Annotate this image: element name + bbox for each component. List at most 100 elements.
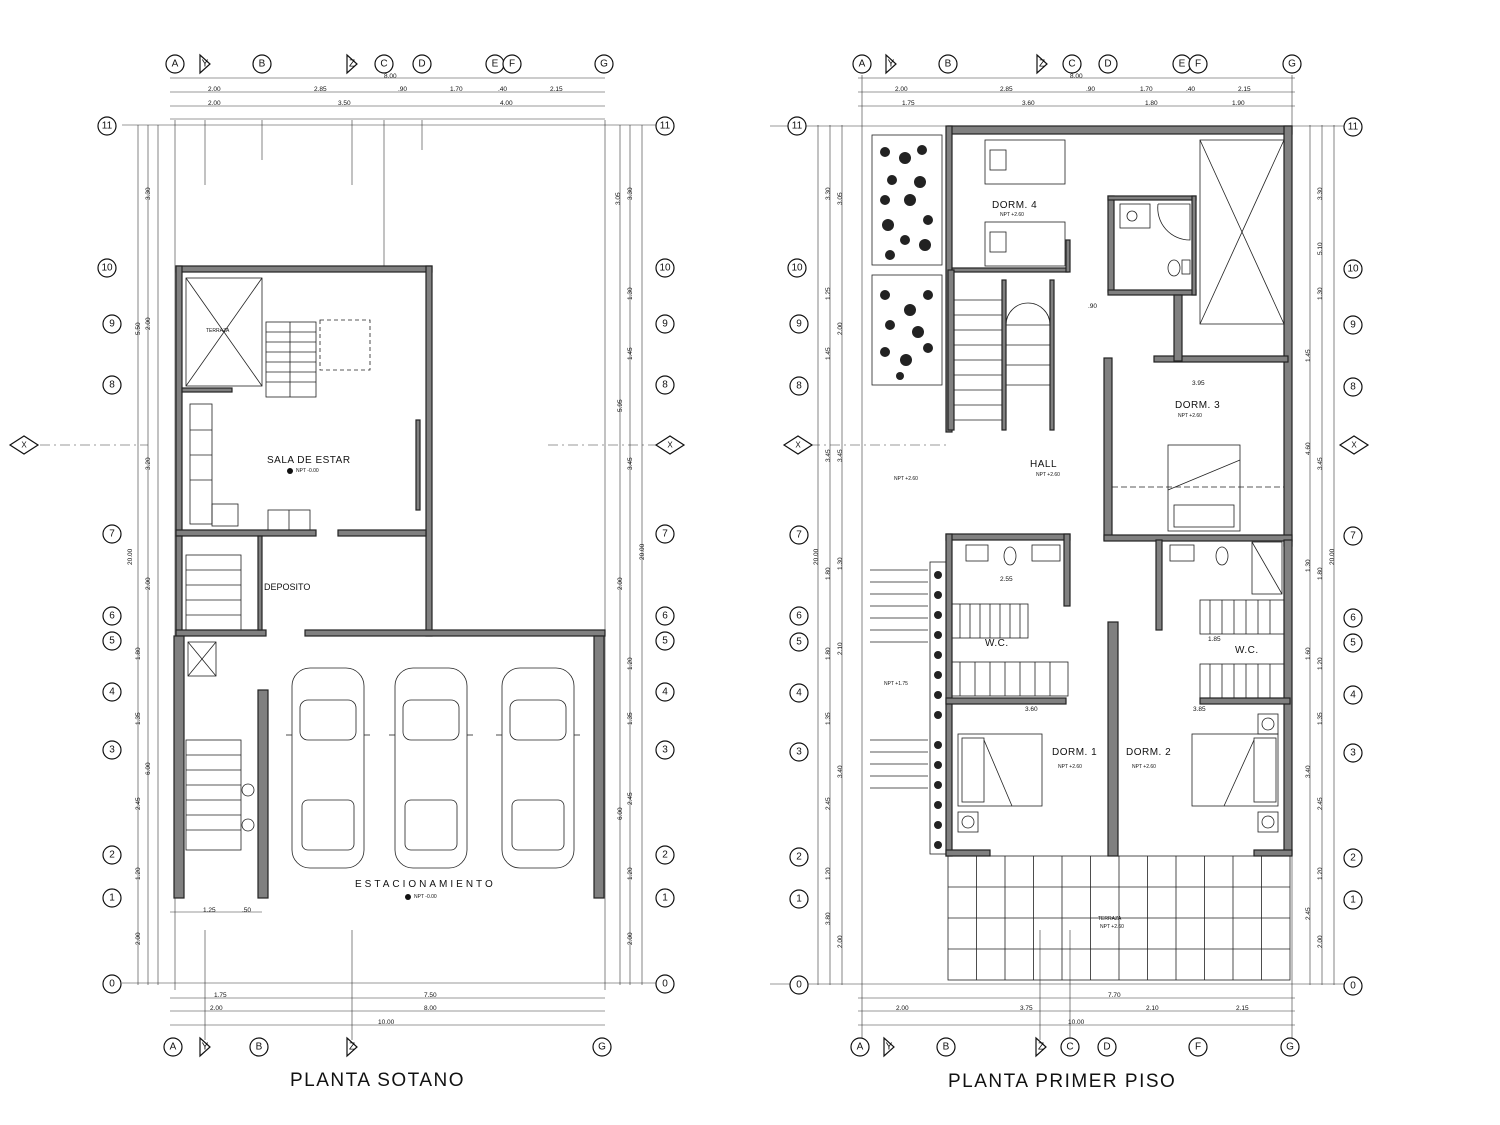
axis-bubble: 2 xyxy=(1343,848,1363,868)
svg-text:9: 9 xyxy=(796,319,802,330)
side-dimension-lines xyxy=(817,125,1335,985)
svg-text:6: 6 xyxy=(109,611,115,622)
right-dim: 2.45 xyxy=(1305,907,1312,920)
svg-text:G: G xyxy=(1286,1042,1294,1053)
room-label: DEPOSITO xyxy=(264,582,310,592)
top-dim: 8.00 xyxy=(384,73,397,80)
axis-bubble: Y xyxy=(199,53,211,75)
svg-text:Z: Z xyxy=(349,1042,355,1053)
right-dim: 1.30 xyxy=(1305,559,1312,572)
plan-title: PLANTA PRIMER PISO xyxy=(948,1071,1176,1092)
svg-text:2: 2 xyxy=(796,852,802,863)
dorm4-beds xyxy=(984,139,1066,267)
svg-text:A: A xyxy=(859,59,866,70)
axis-bubble: 6 xyxy=(789,606,809,626)
left-dim: 3.05 xyxy=(837,192,844,205)
stair-upper xyxy=(265,319,371,398)
bottom-dim: 7.50 xyxy=(424,992,437,999)
inner-dim: 2.55 xyxy=(1000,576,1013,583)
axis-bubble: 8 xyxy=(789,376,809,396)
axis-bubble: 4 xyxy=(789,683,809,703)
room-label: DORM. 1 xyxy=(1052,747,1097,758)
top-dim: 2.00 xyxy=(208,100,221,107)
svg-text:6: 6 xyxy=(796,611,802,622)
room-label: ESTACIONAMIENTO xyxy=(355,879,496,890)
room-label: DORM. 4 xyxy=(992,200,1037,211)
svg-text:1: 1 xyxy=(109,893,115,904)
terraza-void xyxy=(185,277,263,387)
axis-bubble: 2 xyxy=(102,845,122,865)
right-dim: 2.00 xyxy=(617,577,624,590)
axis-bubble: 10 xyxy=(1343,259,1363,279)
right-dim: 3.45 xyxy=(627,457,634,470)
axis-bubble: 1 xyxy=(789,889,809,909)
right-dim: 1.45 xyxy=(627,347,634,360)
right-dim: 1.80 xyxy=(1317,567,1324,580)
axis-bubble: C xyxy=(1060,1037,1080,1057)
axis-bubble: 6 xyxy=(1343,608,1363,628)
right-dim: 1.35 xyxy=(1317,712,1324,725)
svg-text:7: 7 xyxy=(662,529,668,540)
right-dim: 2.00 xyxy=(627,932,634,945)
top-dim: 3.60 xyxy=(1022,100,1035,107)
right-dim: 6.00 xyxy=(617,807,624,820)
bottom-dimension-lines xyxy=(170,911,605,1026)
axis-bubble: 9 xyxy=(789,314,809,334)
axis-bubble: Z xyxy=(346,53,358,75)
svg-text:3: 3 xyxy=(662,745,668,756)
left-dim: 3.40 xyxy=(837,765,844,778)
axis-bubble: 3 xyxy=(655,740,675,760)
svg-text:F: F xyxy=(1195,1042,1201,1053)
axis-bubble: E xyxy=(485,54,505,74)
axis-bubble: B xyxy=(938,54,958,74)
car-3 xyxy=(496,667,580,869)
room-label: DORM. 2 xyxy=(1126,747,1171,758)
top-dim: 2.00 xyxy=(895,86,908,93)
left-dim: 1.25 xyxy=(825,287,832,300)
bottom-dim: 8.00 xyxy=(424,1005,437,1012)
inner-dim: 3.95 xyxy=(1192,380,1205,387)
axis-bubble: Z xyxy=(1036,53,1048,75)
axis-bubble: 5 xyxy=(102,631,122,651)
npt-label: NPT -0.00 xyxy=(414,894,437,900)
axis-bubble: A xyxy=(852,54,872,74)
npt-label: NPT -0.00 xyxy=(296,468,319,474)
axis-bubble: 0 xyxy=(789,975,809,995)
svg-text:7: 7 xyxy=(796,530,802,541)
inner-dim: 1.85 xyxy=(1208,636,1221,643)
axis-bubble: 1 xyxy=(655,888,675,908)
svg-text:G: G xyxy=(600,59,608,70)
svg-text:0: 0 xyxy=(1350,981,1356,992)
svg-text:Z: Z xyxy=(1038,1042,1044,1053)
npt-label: NPT +2.60 xyxy=(1178,413,1202,419)
svg-text:0: 0 xyxy=(796,980,802,991)
left-dim: 2.00 xyxy=(837,935,844,948)
axis-bubble: 11 xyxy=(787,116,807,136)
svg-text:2: 2 xyxy=(662,850,668,861)
svg-text:10: 10 xyxy=(1347,264,1359,275)
left-dim: 20.00 xyxy=(813,548,820,565)
axis-bubble: 1 xyxy=(1343,890,1363,910)
right-dim: 2.00 xyxy=(1317,935,1324,948)
svg-text:10: 10 xyxy=(791,263,803,274)
svg-text:8: 8 xyxy=(662,380,668,391)
svg-text:X: X xyxy=(21,441,27,450)
left-dim: 2.00 xyxy=(135,932,142,945)
axis-bubble: 4 xyxy=(102,682,122,702)
axis-bubble: D xyxy=(1097,1037,1117,1057)
left-dim: 3.20 xyxy=(145,457,152,470)
left-dim: 2.45 xyxy=(825,797,832,810)
axis-bubble: 0 xyxy=(1343,976,1363,996)
left-dim: 1.80 xyxy=(825,567,832,580)
room-label: HALL xyxy=(1030,459,1057,470)
axis-bubble: 9 xyxy=(1343,315,1363,335)
bottom-dim: 2.00 xyxy=(210,1005,223,1012)
svg-text:F: F xyxy=(509,59,515,70)
top-dim: .40 xyxy=(1186,86,1195,93)
room-label: DORM. 3 xyxy=(1175,400,1220,411)
left-dim: 2.00 xyxy=(145,317,152,330)
dorm3-bed xyxy=(1112,444,1284,532)
right-dim: 1.30 xyxy=(1317,287,1324,300)
svg-text:1: 1 xyxy=(796,894,802,905)
